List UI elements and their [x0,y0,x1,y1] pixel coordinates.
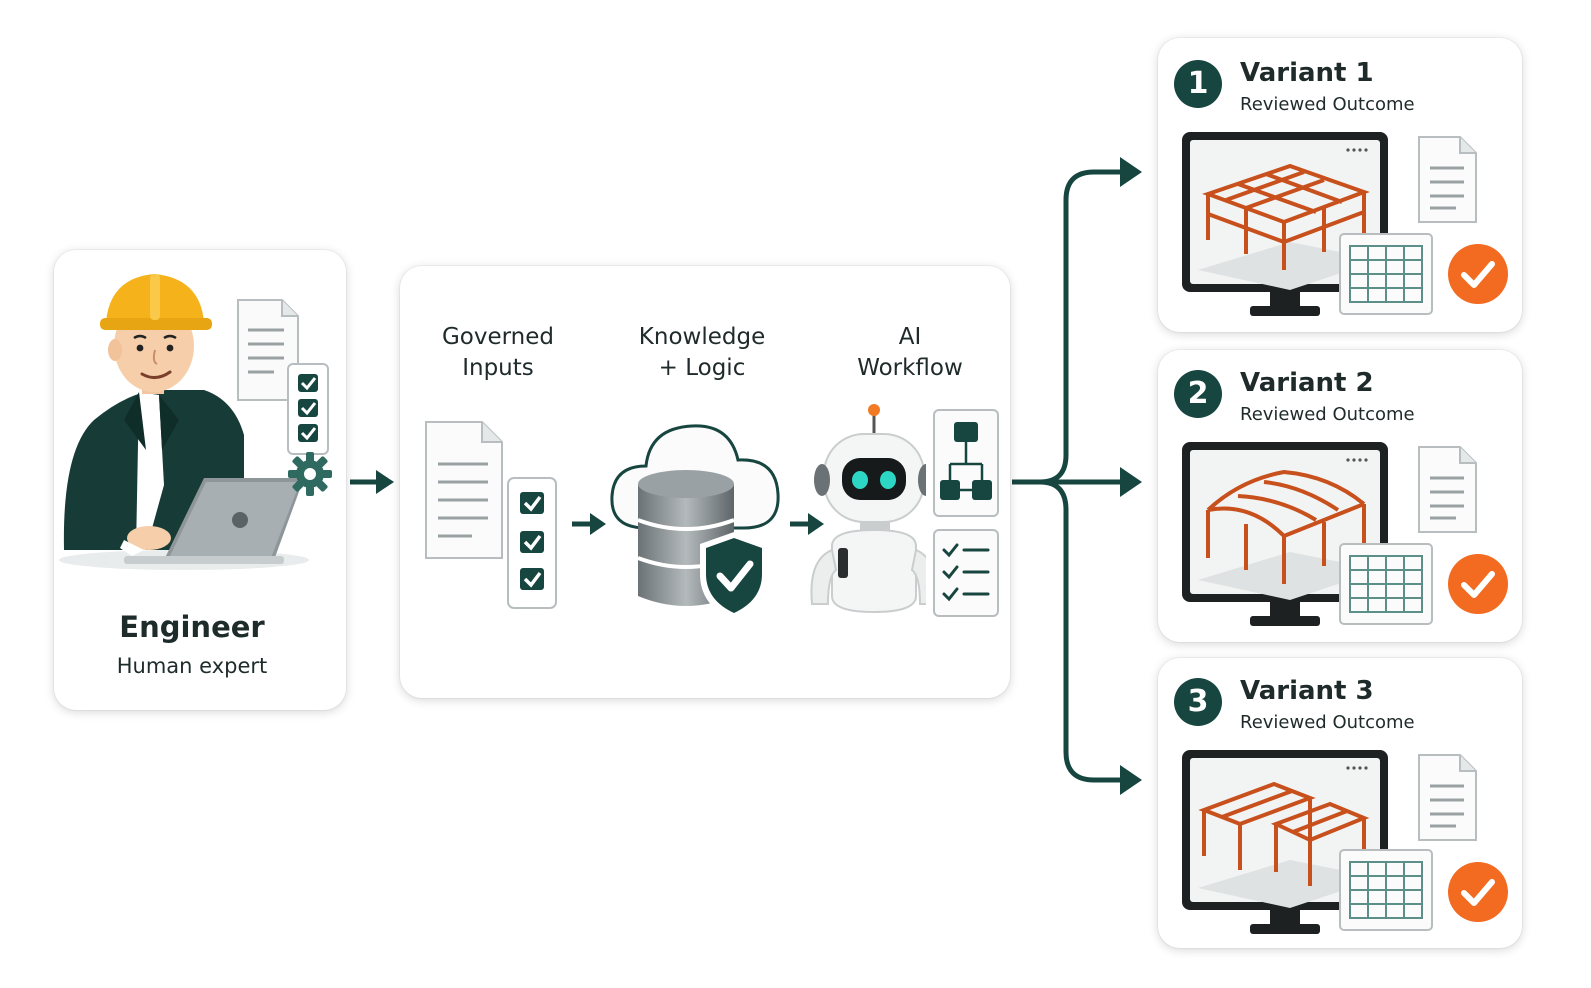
document-icon [1418,754,1477,841]
variant-card-1: 1 Variant 1 Reviewed Outcome [1158,38,1522,332]
stage-label-knowledge-logic: Knowledge + Logic [638,324,766,381]
gear-icon [288,452,332,496]
checklist-icon [507,477,557,609]
spreadsheet-icon [1339,849,1433,931]
check-circle-icon [1448,554,1508,614]
arrow-icon [1120,467,1142,497]
variant-number-badge: 2 [1174,370,1222,418]
variant-card-2: 2 Variant 2 Reviewed Outcome [1158,350,1522,642]
engineer-name: Engineer [119,610,265,644]
monitor-icon [1182,442,1388,626]
check-circle-icon [1448,862,1508,922]
engineer-card: Engineer Human expert [54,250,346,710]
document-icon [1418,446,1477,533]
monitor-icon [1182,132,1388,316]
arrow-icon [350,470,394,494]
checklist-icon [933,529,999,617]
arrow-icon [1120,157,1142,187]
variant-number-badge: 1 [1174,60,1222,108]
variant-number-badge: 3 [1174,678,1222,726]
variant-title: Variant 1 [1240,58,1374,88]
stage-label-ai-workflow: AI Workflow [857,324,963,381]
arrow-icon [572,513,606,535]
variant-subtitle: Reviewed Outcome [1240,712,1415,733]
document-icon [425,421,503,559]
variant-title: Variant 2 [1240,368,1374,398]
shield-check-icon [700,532,768,620]
arrow-icon [790,513,824,535]
variant-subtitle: Reviewed Outcome [1240,94,1415,115]
process-card: Governed Inputs Knowledge + Logic AI Wor… [400,266,1010,698]
flowchart-icon [933,409,999,517]
engineer-person [59,274,309,570]
spreadsheet-icon [1339,233,1433,315]
engineer-role: Human expert [116,654,268,678]
document-icon [1418,136,1477,223]
document-icon [237,299,299,401]
variant-title: Variant 3 [1240,676,1374,706]
robot-icon [810,404,926,614]
check-circle-icon [1448,244,1508,304]
stage-label-governed-inputs: Governed Inputs [441,324,555,381]
branch-connector [1012,169,1124,783]
monitor-icon [1182,750,1388,934]
variant-subtitle: Reviewed Outcome [1240,404,1415,425]
arrow-icon [1120,765,1142,795]
spreadsheet-icon [1339,543,1433,625]
variant-card-3: 3 Variant 3 Reviewed Outcome [1158,658,1522,948]
checklist-icon [287,363,329,455]
